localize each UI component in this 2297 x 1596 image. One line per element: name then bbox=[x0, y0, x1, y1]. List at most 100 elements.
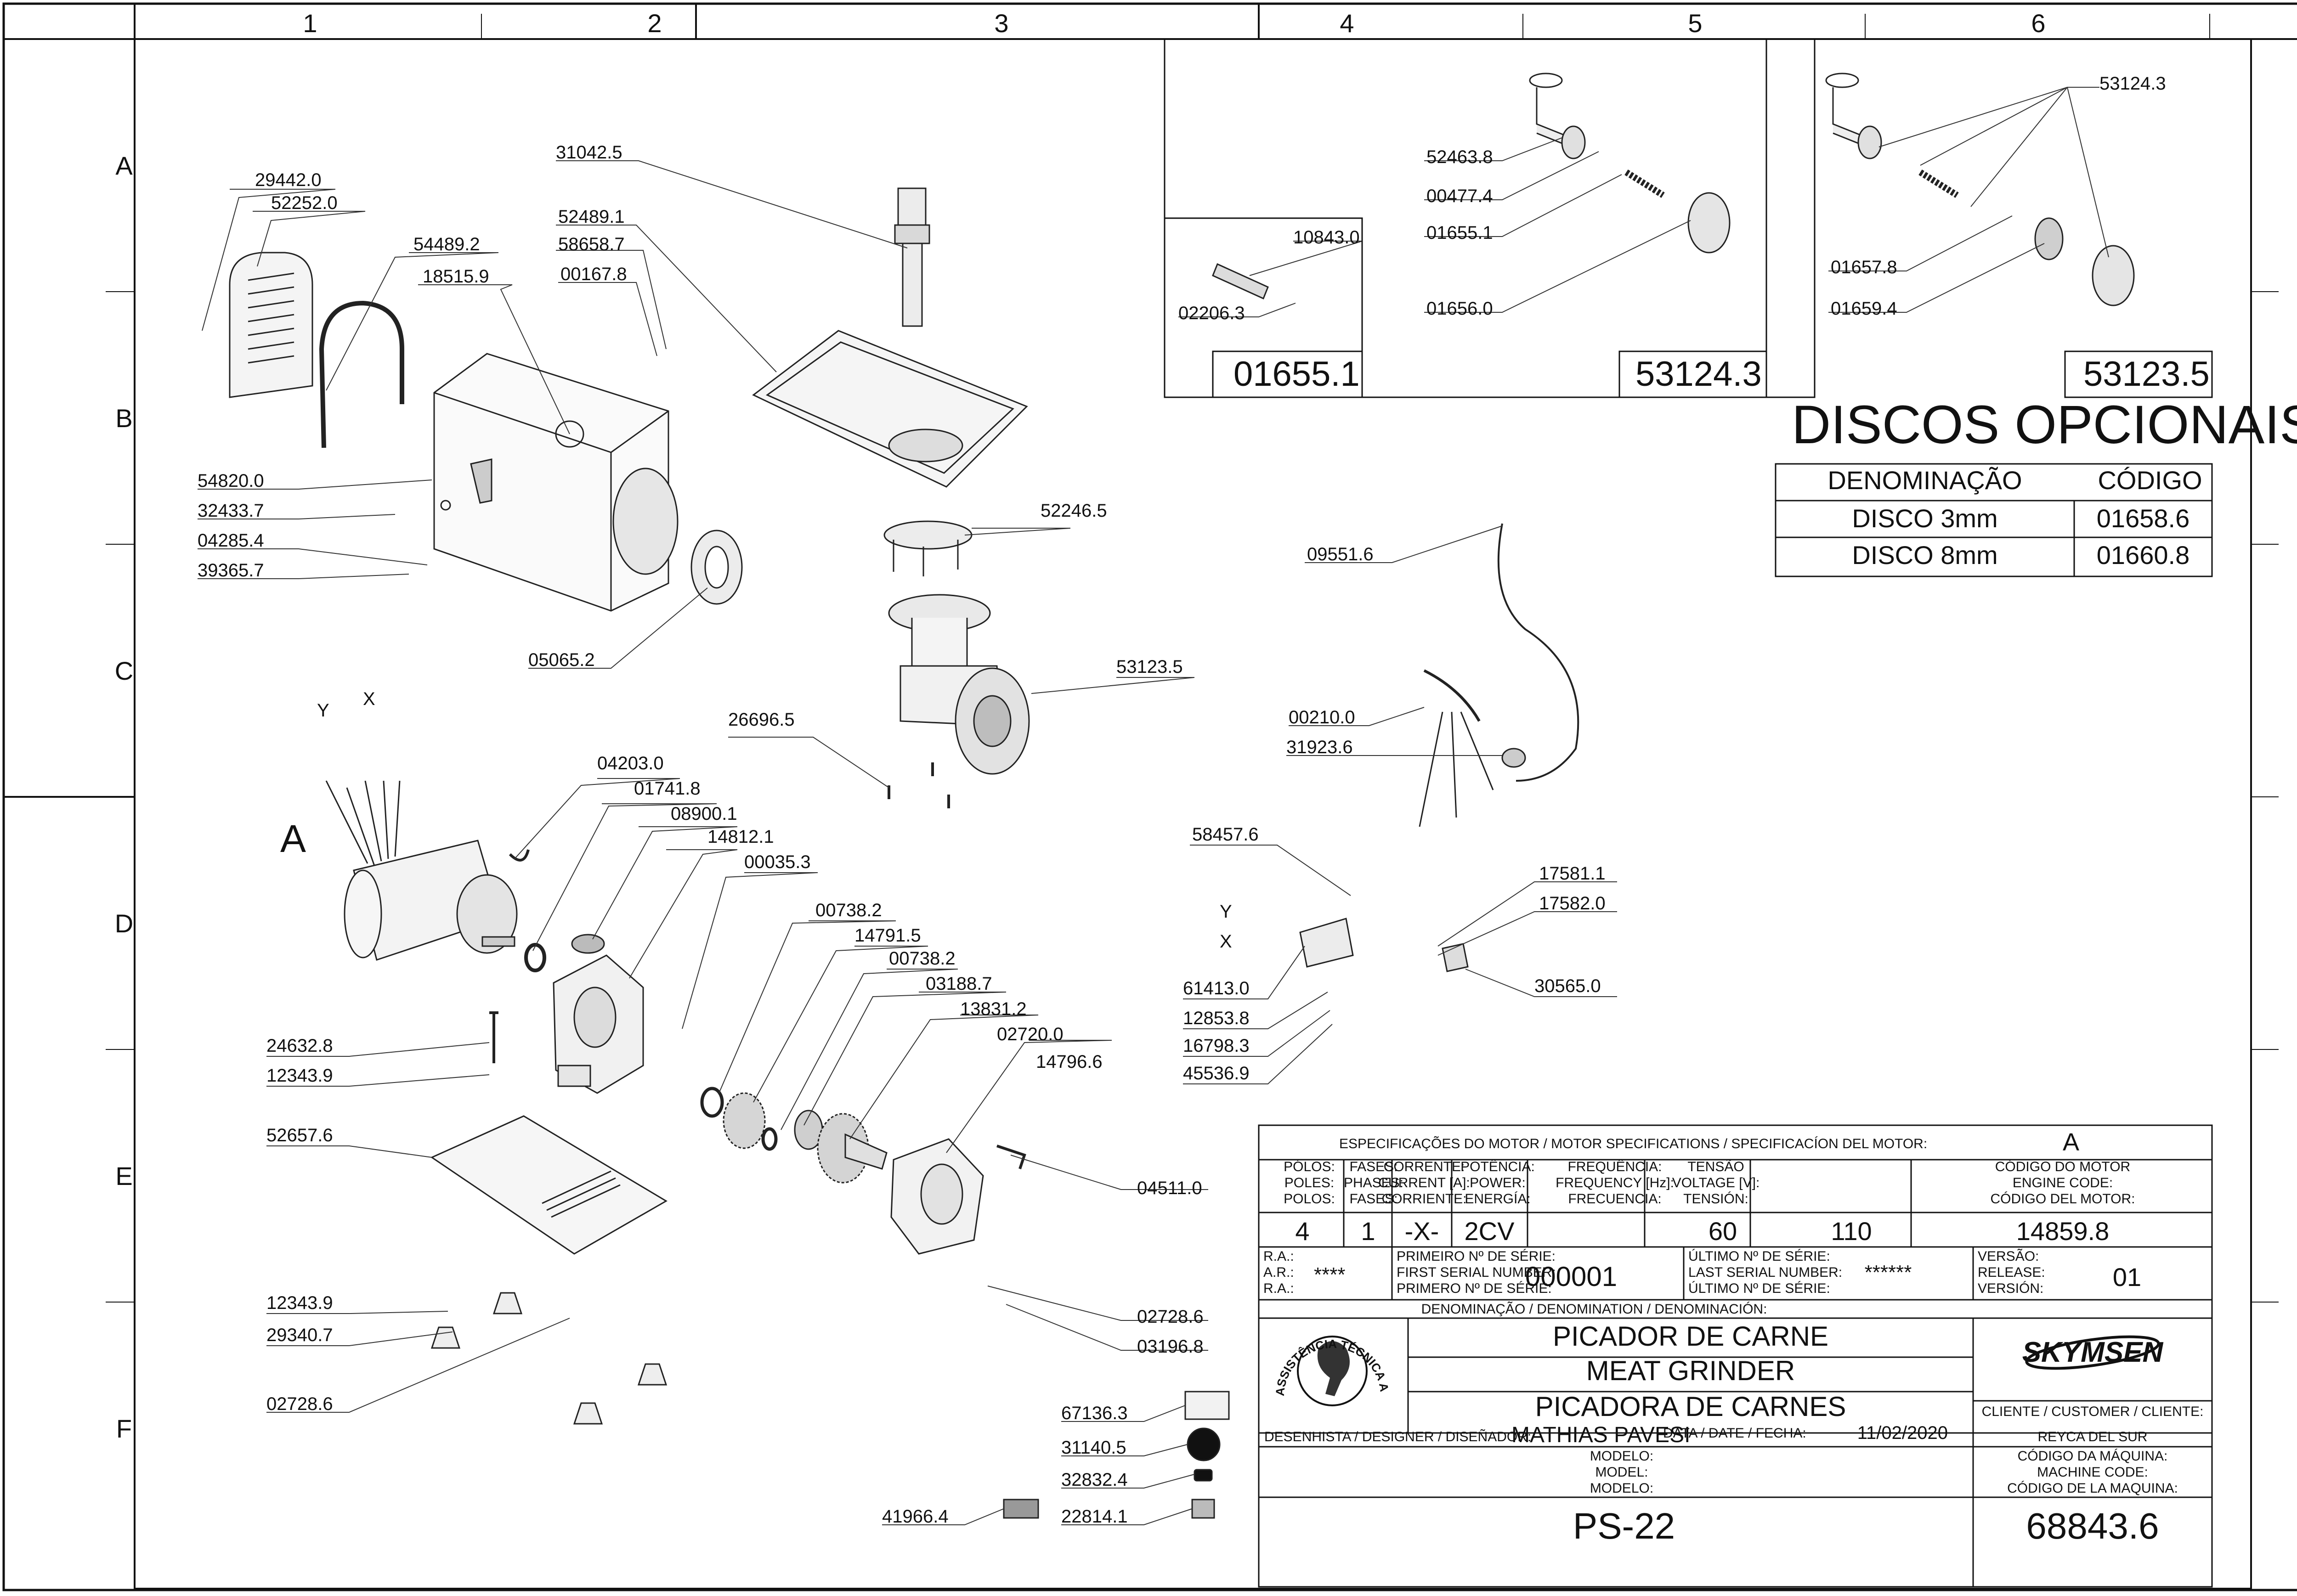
header-power: ENERGÍA: bbox=[1465, 1191, 1530, 1207]
header-phases: FASES: bbox=[1349, 1159, 1397, 1174]
seal-illustration bbox=[524, 943, 546, 972]
screws-illustration bbox=[888, 762, 950, 808]
callout-label: 58658.7 bbox=[558, 234, 625, 254]
callout-label: 45536.9 bbox=[1183, 1063, 1250, 1083]
callout-label: 52489.1 bbox=[558, 207, 625, 227]
callout-label: 02728.6 bbox=[266, 1394, 333, 1414]
row-label-e: E bbox=[115, 1162, 132, 1190]
discs-header-name: DENOMINAÇÃO bbox=[1827, 466, 2022, 495]
callout-label: 08900.1 bbox=[671, 804, 737, 824]
subassembly-b-callout: 52463.8 bbox=[1426, 147, 1493, 167]
callout-label: 32433.7 bbox=[198, 501, 264, 521]
subassembly-c-illustration bbox=[1825, 73, 2135, 306]
version-label: RELEASE: bbox=[1978, 1265, 2045, 1280]
callout-label: 18515.9 bbox=[423, 266, 489, 287]
ring-illustration bbox=[690, 530, 743, 605]
ra-value: **** bbox=[1314, 1263, 1346, 1286]
callout-label: 13831.2 bbox=[960, 999, 1027, 1019]
date-label: DATA / DATE / FECHA: bbox=[1663, 1426, 1806, 1441]
callout-label: 39365.7 bbox=[198, 560, 264, 581]
column-label-5: 5 bbox=[1688, 9, 1702, 38]
column-labels: 1 2 3 4 5 6 bbox=[303, 9, 2045, 38]
discs-row-name: DISCO 8mm bbox=[1852, 541, 1997, 570]
version-value: 01 bbox=[2113, 1263, 2141, 1291]
callout-label: 03188.7 bbox=[926, 974, 992, 994]
callout-label: 31140.5 bbox=[1061, 1438, 1126, 1458]
callout-label: 17582.0 bbox=[1539, 893, 1606, 914]
callout-label: 24632.8 bbox=[266, 1036, 333, 1056]
clip-illustration bbox=[509, 849, 530, 862]
version-label: VERSIÓN: bbox=[1978, 1281, 2043, 1296]
row-label-b: B bbox=[115, 404, 132, 433]
value-phases: 1 bbox=[1361, 1217, 1375, 1246]
discs-row-code: 01658.6 bbox=[2097, 504, 2190, 533]
header-voltage: VOLTAGE [V]: bbox=[1672, 1175, 1760, 1190]
contactor-illustration bbox=[1299, 918, 1354, 968]
callout-label: 01741.8 bbox=[634, 778, 701, 799]
housing-illustration bbox=[433, 353, 679, 612]
callout-label: 00738.2 bbox=[889, 948, 956, 969]
column-label-3: 3 bbox=[994, 9, 1008, 38]
grinder-head-illustration bbox=[888, 594, 1030, 775]
axis-label-y: Y bbox=[317, 700, 329, 721]
first-serial-value: 000001 bbox=[1525, 1261, 1617, 1292]
discs-header-code: CÓDIGO bbox=[2098, 466, 2202, 495]
header-phases: FASES: bbox=[1349, 1191, 1397, 1207]
machine-code-label: CÓDIGO DE LA MAQUINA: bbox=[2007, 1481, 2178, 1496]
model-label: MODEL: bbox=[1595, 1465, 1648, 1480]
machine-code-label: MACHINE CODE: bbox=[2037, 1465, 2148, 1480]
designer-label: DESENHISTA / DESIGNER / DISEÑADOR: bbox=[1264, 1429, 1531, 1444]
callout-label: 54820.0 bbox=[198, 471, 264, 491]
value-engine-code: 14859.8 bbox=[2016, 1217, 2109, 1246]
subassembly-c-callout: 53124.3 bbox=[2099, 73, 2166, 94]
gear-train-illustration bbox=[700, 1087, 888, 1184]
value-power: 2CV bbox=[1465, 1217, 1515, 1246]
base-plate-illustration bbox=[430, 1115, 668, 1255]
cable-illustration bbox=[1419, 523, 1579, 827]
leader-lines bbox=[198, 87, 2109, 1525]
header-engine-code: CÓDIGO DEL MOTOR: bbox=[1990, 1191, 2135, 1207]
callout-label: 52252.0 bbox=[271, 193, 338, 213]
callout-label: 00210.0 bbox=[1289, 707, 1355, 728]
subassembly-a-code: 01655.1 bbox=[1233, 355, 1360, 394]
callout-label: 05065.2 bbox=[528, 650, 595, 670]
last-serial-label: ÚLTIMO Nº DE SÉRIE: bbox=[1688, 1281, 1830, 1296]
discs-row-name: DISCO 3mm bbox=[1852, 504, 1997, 533]
product-name-es: PICADORA DE CARNES bbox=[1535, 1391, 1846, 1422]
callout-label: 67136.3 bbox=[1061, 1403, 1128, 1423]
callout-label: 52657.6 bbox=[266, 1125, 333, 1145]
product-name-en: MEAT GRINDER bbox=[1586, 1355, 1795, 1386]
label-31140-illustration bbox=[1187, 1427, 1221, 1461]
bolt-illustration bbox=[489, 1011, 498, 1063]
callouts: 29442.0 52252.0 54489.2 18515.9 54820.0 … bbox=[198, 142, 1606, 1527]
row-label-c: C bbox=[115, 656, 133, 685]
optional-subassemblies bbox=[1164, 38, 2213, 398]
subassembly-b-code: 53124.3 bbox=[1635, 355, 1762, 394]
first-serial-label: PRIMEIRO Nº DE SÉRIE: bbox=[1397, 1249, 1556, 1264]
callout-label: 31042.5 bbox=[556, 142, 622, 163]
model-value: PS-22 bbox=[1573, 1506, 1675, 1546]
model-label: MODELO: bbox=[1590, 1481, 1653, 1496]
subassembly-a-callout: 02206.3 bbox=[1178, 303, 1245, 323]
tray-illustration bbox=[752, 330, 1028, 488]
callout-label: 53123.5 bbox=[1116, 657, 1183, 677]
label-41966-illustration bbox=[1003, 1499, 1039, 1519]
subassembly-b-callout: 01656.0 bbox=[1426, 299, 1493, 319]
callout-label: 58457.6 bbox=[1192, 824, 1259, 845]
header-frequency: FRECUENCIA: bbox=[1568, 1191, 1661, 1207]
column-label-1: 1 bbox=[303, 9, 317, 38]
subassembly-texts: 10843.0 02206.3 01655.1 52463.8 00477.4 … bbox=[1178, 73, 2210, 394]
handle-illustration bbox=[319, 300, 404, 448]
mount-plate-illustration bbox=[883, 520, 973, 576]
ra-label: R.A.: bbox=[1263, 1281, 1294, 1296]
header-voltage: TENSÃO bbox=[1687, 1159, 1744, 1174]
callout-label: 04511.0 bbox=[1137, 1178, 1202, 1198]
callout-label: 04203.0 bbox=[597, 753, 664, 773]
callout-label: 03196.8 bbox=[1137, 1337, 1204, 1357]
row-label-a: A bbox=[115, 151, 133, 180]
subassembly-b-callout: 00477.4 bbox=[1426, 186, 1493, 206]
callout-label: 14791.5 bbox=[854, 925, 921, 946]
lever-illustration bbox=[996, 1145, 1026, 1169]
callout-label: 00035.3 bbox=[744, 852, 811, 872]
discs-row-code: 01660.8 bbox=[2097, 541, 2190, 570]
